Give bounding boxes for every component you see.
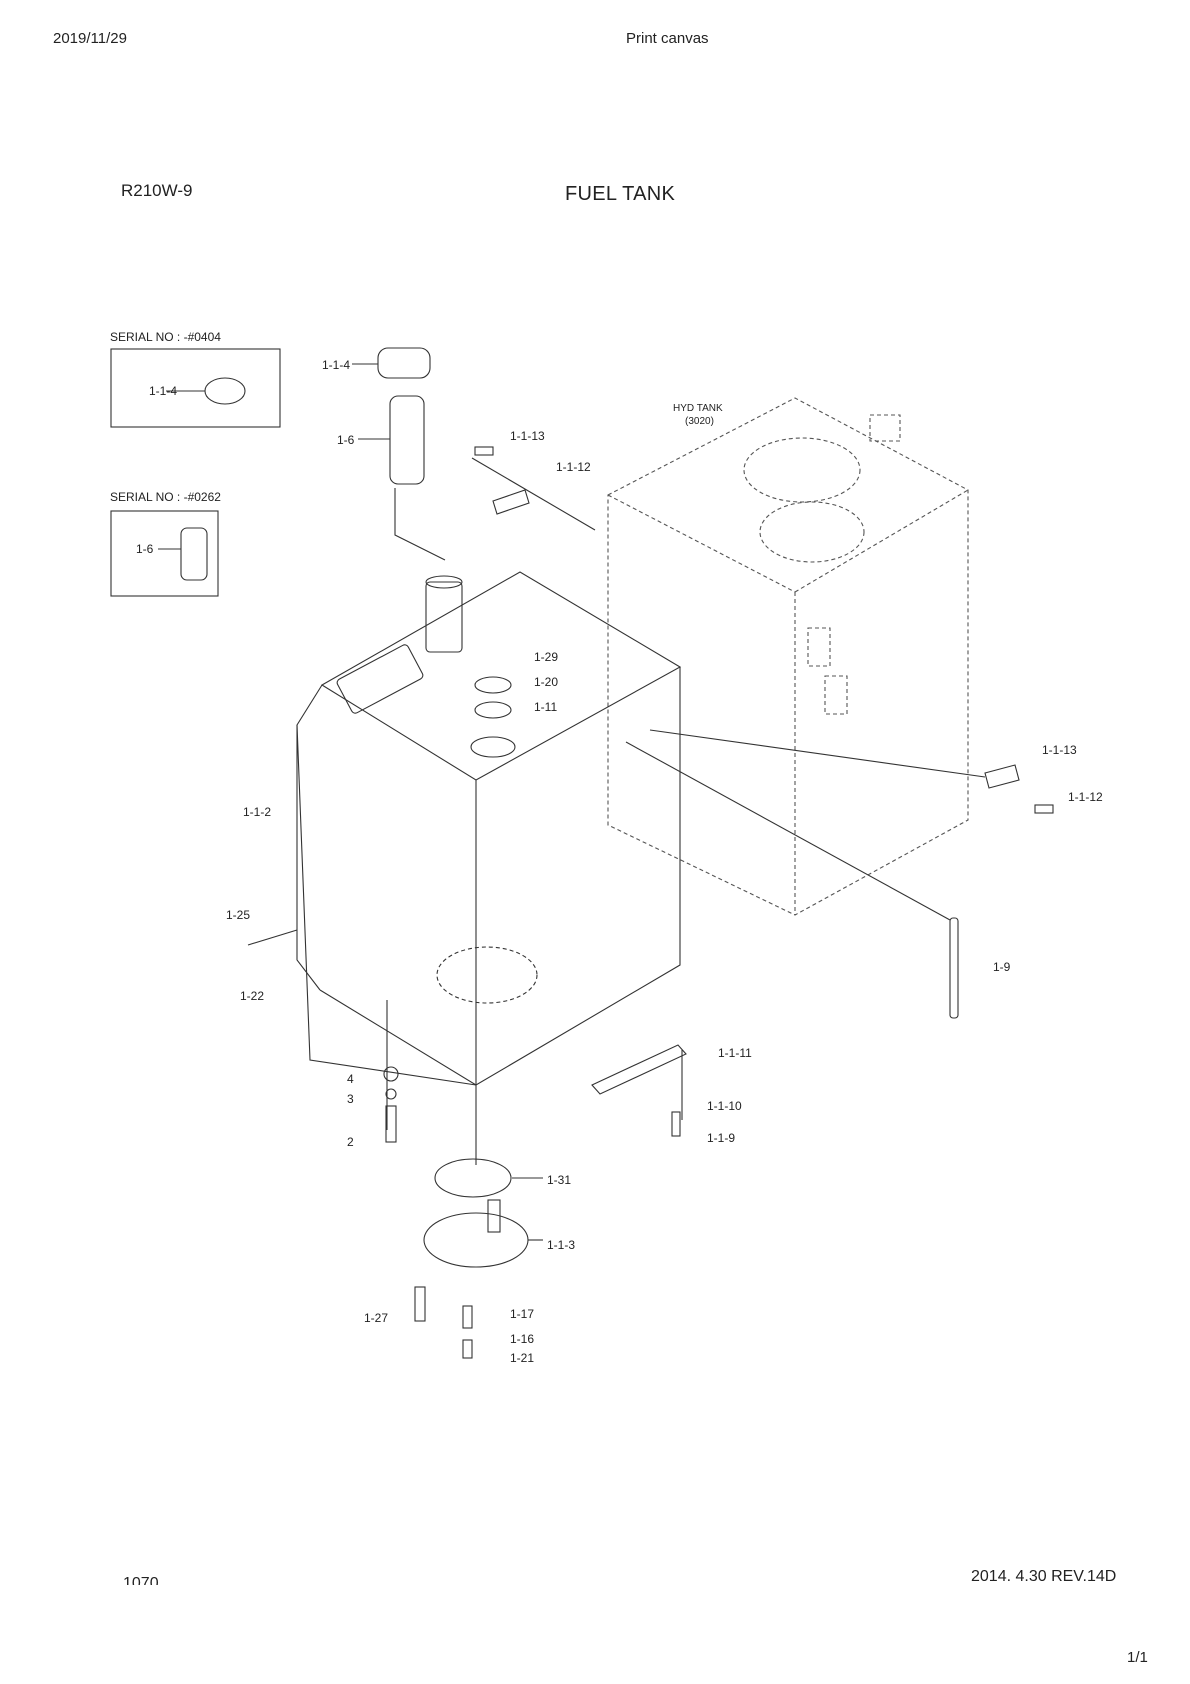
page-number: 1/1 — [1127, 1649, 1148, 1666]
gasket-icon — [434, 1158, 512, 1198]
callout-label: 4 — [347, 1072, 354, 1086]
bracket-icon — [591, 1044, 687, 1095]
callout-label: 1-21 — [510, 1351, 534, 1365]
bolt-icon — [414, 1286, 426, 1322]
hyd-tank-name: HYD TANK — [673, 403, 723, 414]
callout-label: 1-1-12 — [556, 460, 591, 474]
diagram-title: FUEL TANK — [565, 183, 676, 205]
callout-labels: 1-1-4 1-6 1-1-4 1-6 1-1-13 1-1-12 1-29 1… — [136, 358, 1103, 1365]
link-rod-icon — [949, 917, 959, 1019]
callout-label: 1-1-13 — [1042, 743, 1077, 757]
callout-label: 1-31 — [547, 1173, 571, 1187]
bolt-icon — [462, 1339, 473, 1359]
inset-box — [110, 510, 219, 597]
callout-label: 1-1-11 — [718, 1046, 752, 1060]
washer-icon — [385, 1088, 397, 1100]
fuel-tank-body — [296, 571, 682, 1086]
callout-label: 1-11 — [534, 700, 557, 714]
print-date: 2019/11/29 — [53, 30, 127, 47]
callout-label: 1-1-3 — [547, 1238, 575, 1252]
callout-label: 1-27 — [364, 1311, 388, 1325]
bolt-icon — [462, 1305, 473, 1329]
print-title: Print canvas — [626, 30, 709, 47]
bolt-icon — [1034, 804, 1054, 814]
callout-label: 1-22 — [240, 989, 264, 1003]
callout-label: 1-16 — [510, 1332, 534, 1346]
callout-label: 1-6 — [337, 433, 355, 447]
filler-cap-icon — [377, 347, 431, 379]
callout-label: 2 — [347, 1135, 354, 1149]
bolt-icon — [385, 1105, 397, 1143]
hyd-tank-outline — [607, 397, 969, 916]
callout-label: 1-1-9 — [707, 1131, 735, 1145]
callout-label: 1-6 — [136, 542, 154, 556]
footer-revision: 2014. 4.30 REV.14D — [971, 1569, 1117, 1583]
strainer-icon — [389, 395, 425, 485]
hyd-tank-ref: (3020) — [685, 416, 714, 427]
callout-label: 1-1-10 — [707, 1099, 742, 1113]
cap-icon — [204, 377, 246, 405]
callout-label: 1-1-4 — [322, 358, 350, 372]
callout-label: 1-29 — [534, 650, 558, 664]
callout-label: 1-1-4 — [149, 384, 177, 398]
cover-plate-icon — [423, 1212, 529, 1268]
hyd-tank-label: HYD TANK (3020) — [673, 403, 723, 427]
callout-label: 1-20 — [534, 675, 558, 689]
callout-label: 1-17 — [510, 1307, 534, 1321]
model-number: R210W-9 — [121, 181, 193, 200]
callout-label: 1-25 — [226, 908, 250, 922]
callout-label: 1-9 — [993, 960, 1011, 974]
callout-label: 1-1-2 — [243, 805, 271, 819]
inset-box — [110, 348, 281, 428]
inset-serial-label: SERIAL NO : -#0404 — [110, 330, 221, 344]
washer-icon — [383, 1066, 399, 1082]
callout-label: 1-1-13 — [510, 429, 545, 443]
inset-serial-label: SERIAL NO : -#0262 — [110, 490, 221, 504]
strainer-icon — [180, 527, 208, 581]
callout-label: 3 — [347, 1092, 354, 1106]
bolt-icon — [474, 446, 494, 456]
footer-page-code: 1070 — [123, 1576, 159, 1585]
bolt-icon — [671, 1111, 681, 1137]
callout-label: 1-1-12 — [1068, 790, 1103, 804]
